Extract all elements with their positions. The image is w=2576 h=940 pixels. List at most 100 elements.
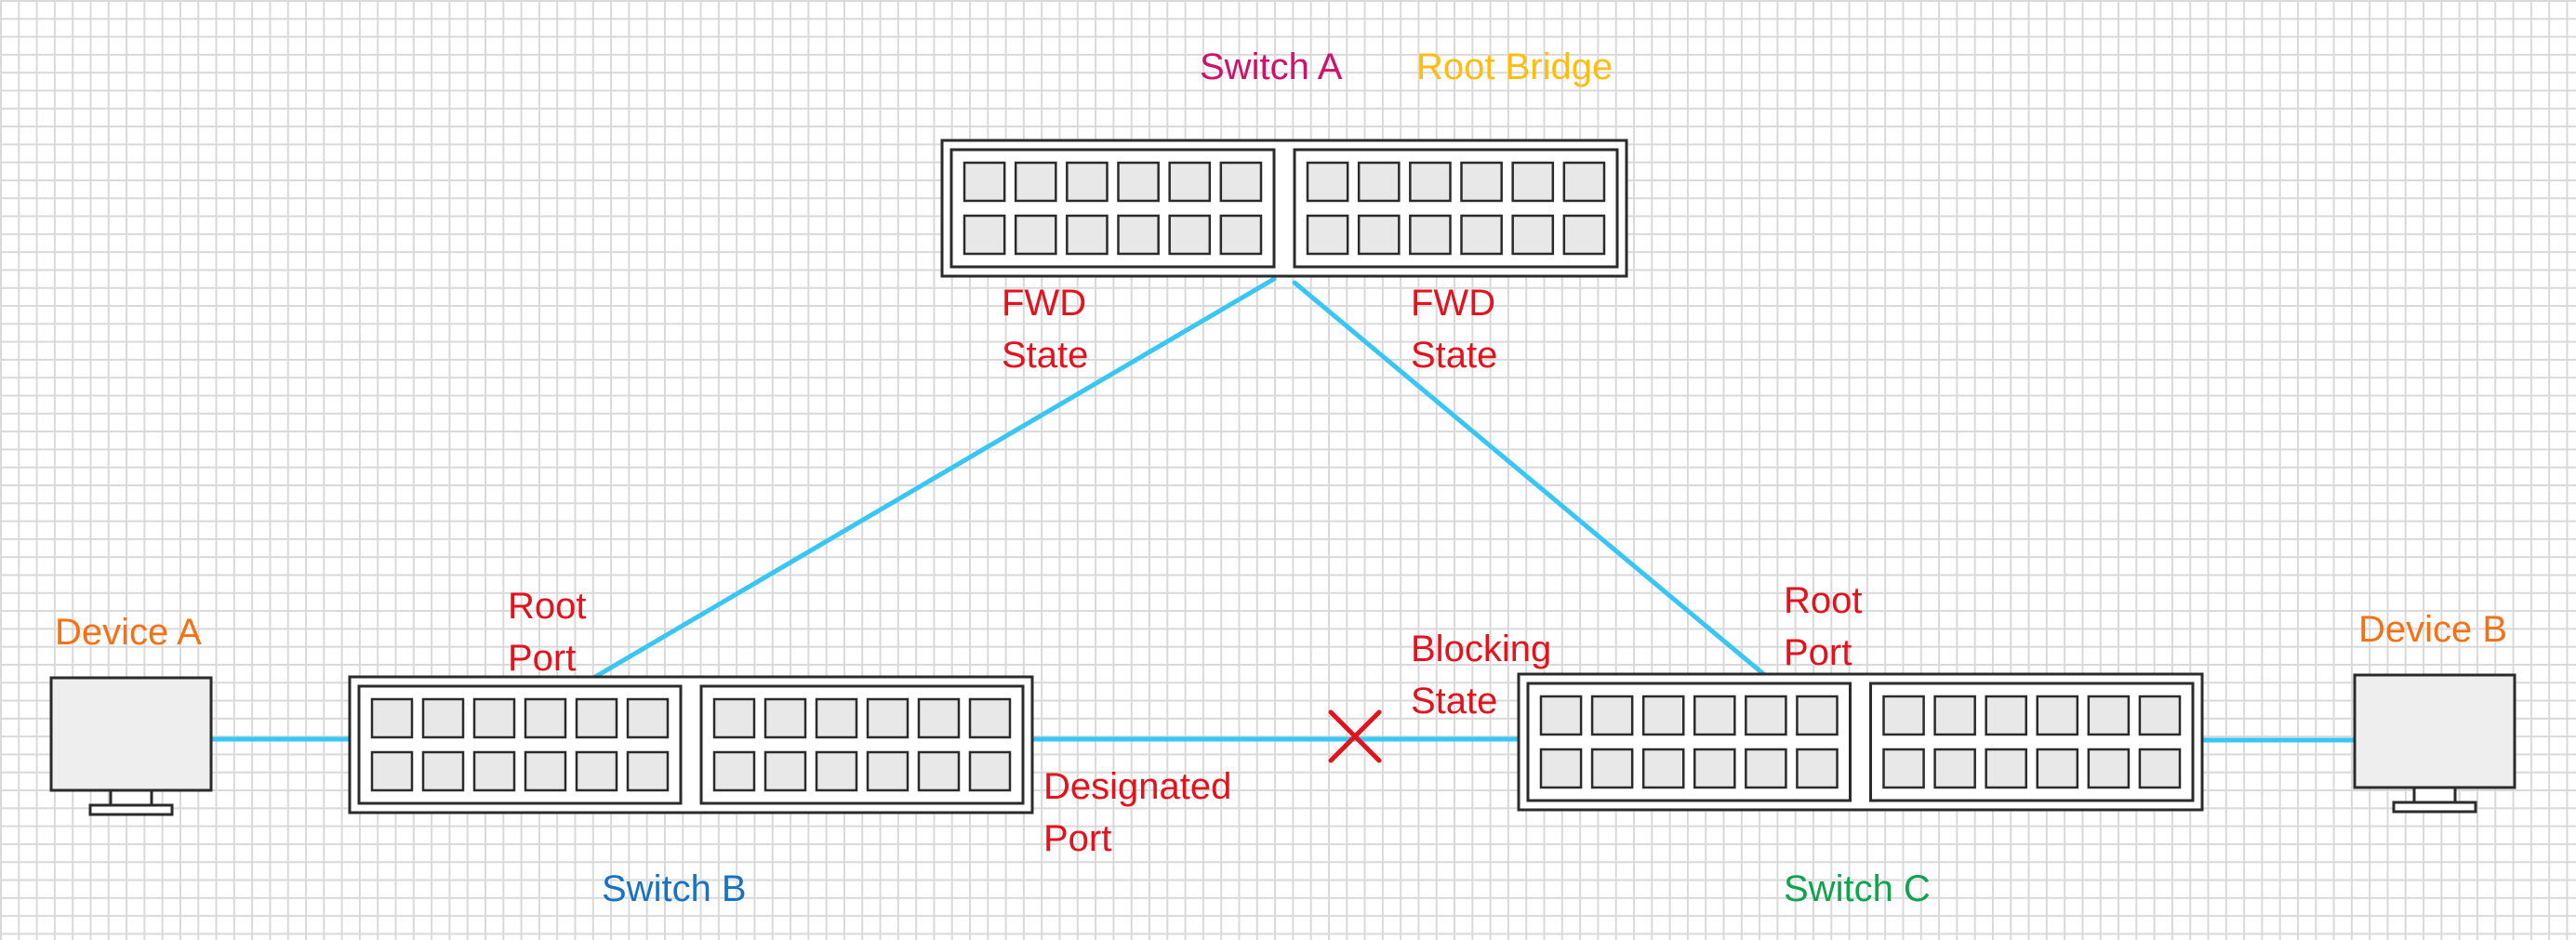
switch-port [866, 750, 910, 792]
switch-port [1562, 214, 1606, 256]
switch-port [1745, 695, 1787, 736]
switch-port [2036, 748, 2079, 789]
switches-layer [348, 139, 2204, 814]
switch-port [2138, 748, 2182, 789]
switch-c-root-port-line1: Root [1784, 580, 1863, 621]
switch-port [1511, 214, 1555, 256]
network-switch-a-icon-module [949, 148, 1276, 269]
network-switch-c-icon-module [1526, 682, 1852, 802]
switch-b-root-port-line1: Root [508, 586, 587, 627]
switch-port [1882, 748, 1925, 789]
switch-port [1460, 161, 1503, 203]
device-a-monitor-icon-screen [49, 676, 213, 792]
switch-port [1168, 214, 1212, 256]
device-b-monitor-icon [2353, 673, 2516, 814]
network-switch-b-icon [348, 675, 1034, 814]
switch-port [1933, 748, 1976, 789]
x-mark-icon [1328, 709, 1382, 763]
switch-port [1562, 161, 1606, 203]
network-switch-c-icon [1517, 672, 2204, 812]
marks-layer [1328, 709, 1382, 763]
device-a-monitor-icon [49, 676, 213, 816]
switch-port [1693, 748, 1736, 789]
switch-port [1985, 695, 2028, 736]
switch-port [1014, 161, 1057, 203]
network-switch-a-icon-module [1293, 148, 1619, 269]
fwd-state-right-line1: FWD [1411, 283, 1496, 324]
network-switch-c-icon-module [1869, 682, 2195, 802]
switch-port [917, 750, 961, 792]
network-switch-b-icon-module [357, 684, 683, 805]
device-b-monitor-icon-neck [2412, 786, 2457, 804]
switch-port [963, 161, 1006, 203]
device-a-monitor-icon-neck [109, 788, 153, 807]
fwd-state-right-label: FWD State [1411, 277, 1497, 381]
switch-port [968, 697, 1012, 739]
switch-port [1796, 695, 1839, 736]
network-switch-b-icon-module [699, 684, 1025, 805]
link-switch-a-to-switch-b [592, 276, 1277, 680]
device-b-label: Device B [2358, 609, 2508, 650]
switch-port [764, 697, 807, 739]
switch-port [1117, 161, 1160, 203]
switch-port [1933, 695, 1976, 736]
switch-port [524, 750, 567, 792]
fwd-state-right-line2: State [1411, 335, 1498, 376]
links-layer [208, 276, 2357, 743]
switch-c-label: Switch C [1784, 868, 1931, 909]
switch-port [1985, 748, 2028, 789]
switch-port [1409, 214, 1452, 256]
switch-port [1590, 695, 1634, 736]
switch-port [1168, 161, 1212, 203]
switch-port [1066, 161, 1109, 203]
device-b-monitor-icon-base [2392, 801, 2477, 814]
device-b-monitor-icon-screen [2353, 673, 2516, 789]
network-switch-a-icon-chassis [940, 139, 1628, 278]
switch-port [626, 750, 670, 792]
switch-port [421, 750, 465, 792]
switch-port [1641, 748, 1685, 789]
switch-port [421, 697, 465, 739]
switch-port [712, 750, 756, 792]
switch-port [1357, 161, 1401, 203]
switch-port [626, 697, 670, 739]
switch-port [1306, 161, 1349, 203]
switch-port [575, 697, 618, 739]
switch-port [866, 697, 910, 739]
devices-layer [49, 673, 2516, 816]
fwd-state-left-line2: State [1002, 335, 1089, 376]
switch-port [2087, 695, 2131, 736]
switch-port [524, 697, 567, 739]
switch-port [2138, 695, 2182, 736]
switch-port [2087, 748, 2131, 789]
switch-port [815, 750, 858, 792]
switch-port [1066, 214, 1109, 256]
switch-port [764, 750, 807, 792]
blocking-state-line1: Blocking [1411, 629, 1552, 669]
switch-port [917, 697, 961, 739]
switch-a-label: Switch A [1200, 46, 1343, 87]
switch-port [370, 697, 414, 739]
root-bridge-label: Root Bridge [1416, 46, 1613, 87]
switch-port [963, 214, 1006, 256]
network-switch-b-icon-chassis [348, 675, 1034, 814]
fwd-state-left-line1: FWD [1002, 283, 1087, 324]
switch-port [1745, 748, 1787, 789]
switch-c-root-port-line2: Port [1784, 632, 1852, 673]
switch-port [712, 697, 756, 739]
switch-port [370, 750, 414, 792]
switch-port [1357, 214, 1401, 256]
designated-port-line1: Designated [1043, 766, 1232, 807]
x-mark-stroke [1328, 709, 1382, 763]
switch-port [1219, 161, 1263, 203]
switch-port [1641, 695, 1685, 736]
fwd-state-left-label: FWD State [1002, 277, 1088, 381]
switch-port [1219, 214, 1263, 256]
switch-port [1460, 214, 1503, 256]
switch-port [2036, 695, 2079, 736]
designated-port-line2: Port [1043, 818, 1112, 859]
switch-b-root-port-label: Root Port [508, 580, 587, 684]
switch-port [1539, 695, 1583, 736]
switch-port [1796, 748, 1839, 789]
